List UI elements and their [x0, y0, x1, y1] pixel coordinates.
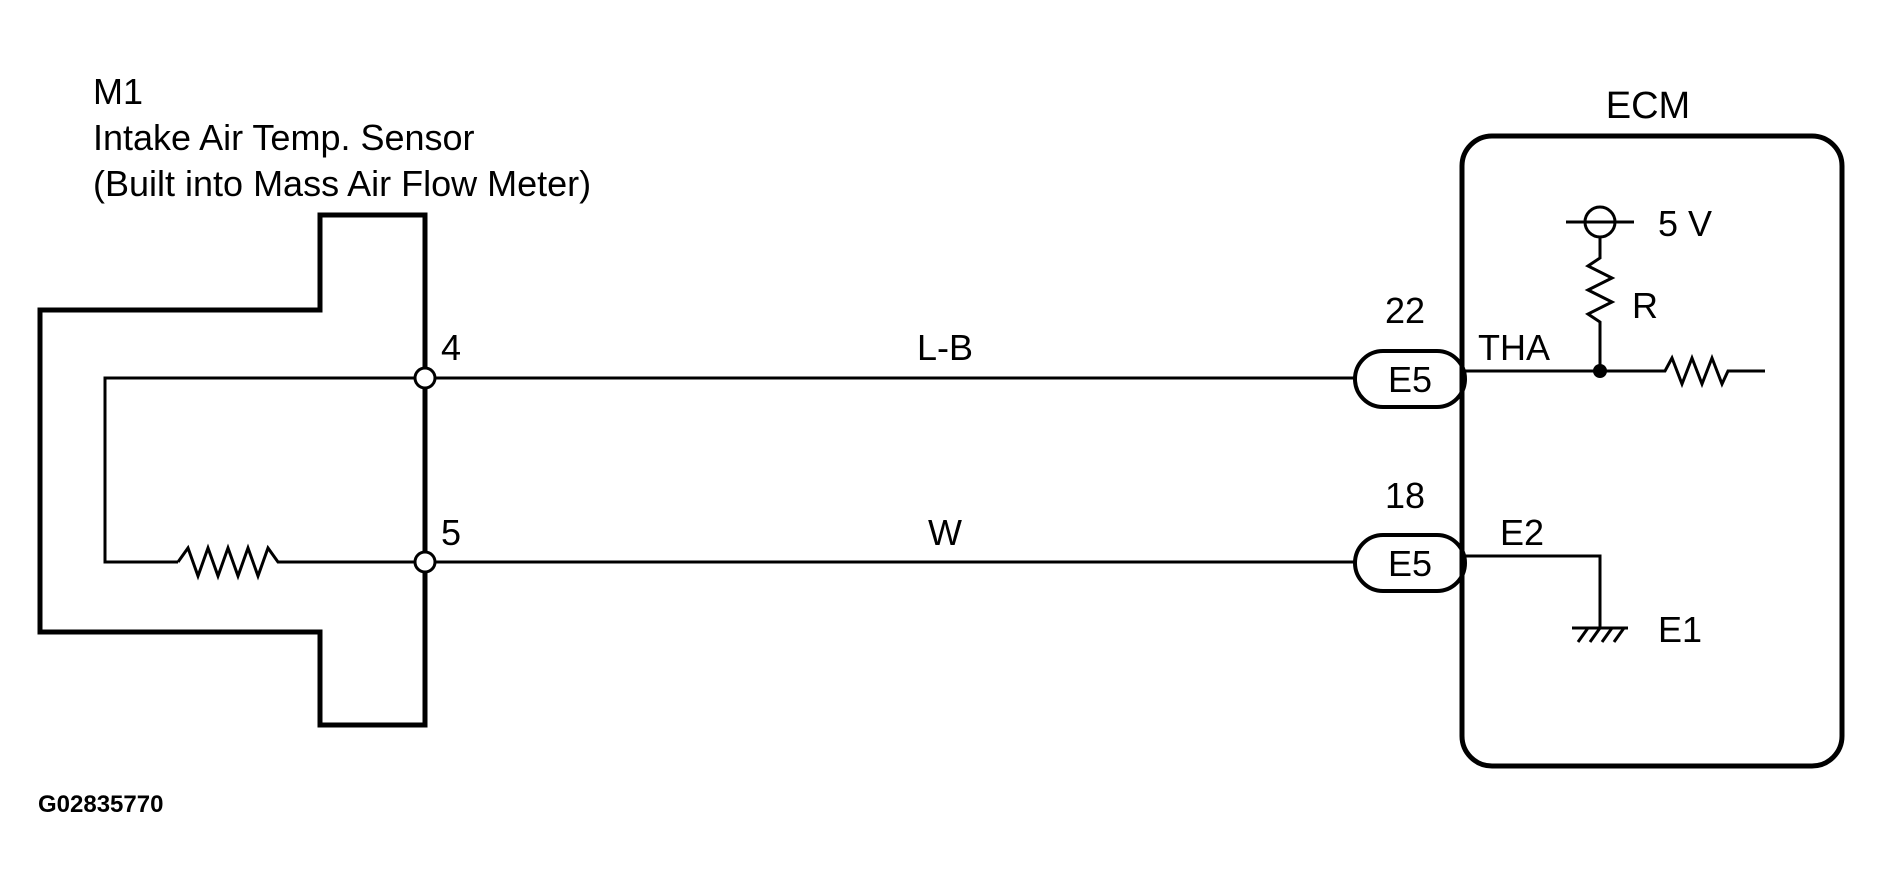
resistor-r-label: R — [1632, 285, 1658, 326]
sensor-pin-5-label: 5 — [441, 512, 461, 553]
figure-id: G02835770 — [38, 791, 163, 818]
terminal-pin-5 — [413, 550, 437, 574]
connector-code-bottom: E5 — [1388, 543, 1432, 584]
wire-color-label-w: W — [928, 512, 962, 553]
ground-e1-label: E1 — [1658, 609, 1702, 650]
ecm-box — [1459, 133, 1845, 769]
supply-voltage-label: 5 V — [1658, 203, 1712, 244]
sensor-pin-4-label: 4 — [441, 327, 461, 368]
thermistor-symbol — [176, 543, 425, 581]
signal-e2-label: E2 — [1500, 512, 1544, 553]
pullup-resistor-symbol — [1584, 237, 1616, 371]
ecm-pin-18-label: 18 — [1385, 475, 1425, 516]
sensor-name: Intake Air Temp. Sensor — [93, 117, 475, 158]
sensor-note: (Built into Mass Air Flow Meter) — [93, 163, 591, 204]
sensor-code: M1 — [93, 71, 143, 112]
connector-code-top: E5 — [1388, 359, 1432, 400]
signal-tha-label: THA — [1478, 327, 1550, 368]
ecm-title: ECM — [1606, 85, 1690, 127]
connector-e5-bottom — [1353, 533, 1467, 593]
sensor-internal-wire — [103, 376, 425, 564]
sensor-housing — [37, 212, 428, 728]
terminal-pin-4 — [413, 366, 437, 390]
ecm-pin-22-label: 22 — [1385, 290, 1425, 331]
e2-wire — [1465, 554, 1602, 628]
connector-e5-top — [1353, 349, 1467, 409]
ecm-input-resistor — [1600, 353, 1765, 389]
wire-color-label-l-b: L-B — [917, 327, 973, 368]
ground-icon — [1576, 627, 1626, 643]
